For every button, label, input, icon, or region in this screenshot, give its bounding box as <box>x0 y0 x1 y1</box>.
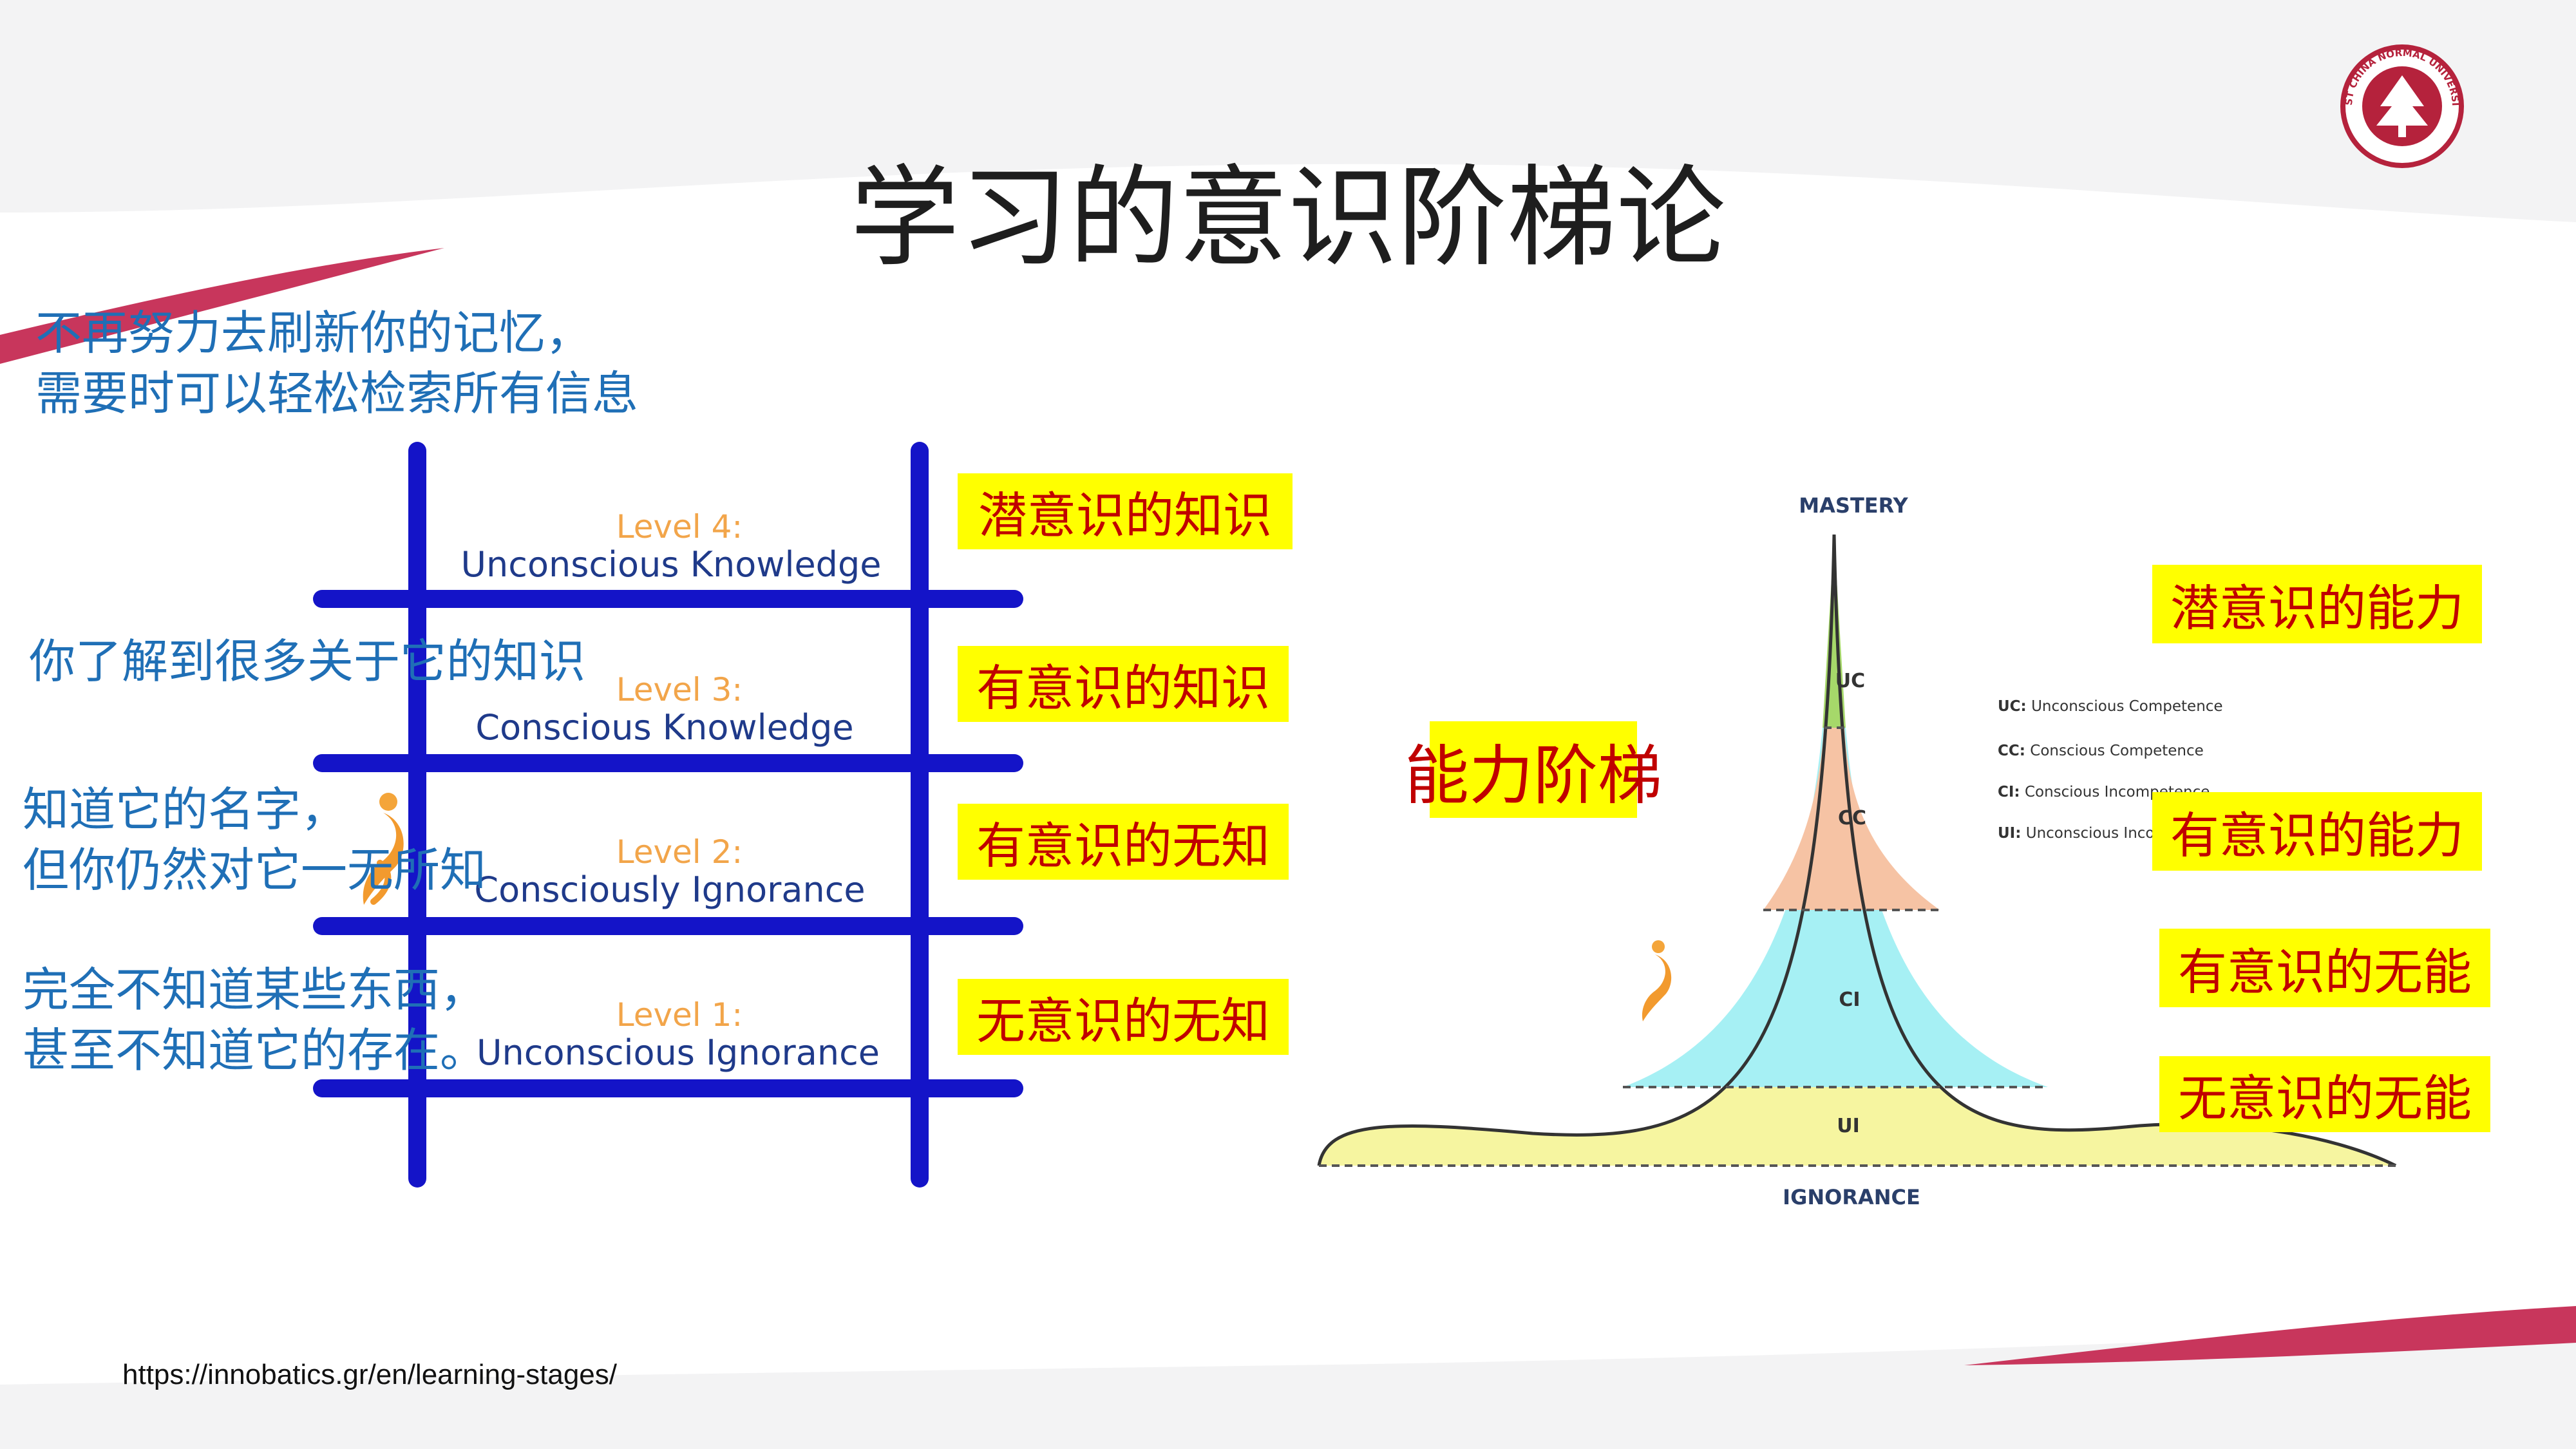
ladder-level-name: Conscious Knowledge <box>475 707 853 748</box>
ladder <box>313 442 1023 1188</box>
note-level-4: 不再努力去刷新你的记忆， 需要时可以轻松检索所有信息 <box>35 306 639 421</box>
mountain-label-cn: 潜意识的能力 <box>2152 565 2482 643</box>
ladder-level-name: Unconscious Knowledge <box>461 544 882 585</box>
ladder-level-number: Level 2: <box>616 833 743 871</box>
accent-swoosh-bottom <box>1964 1306 2576 1365</box>
mountain-label-cn: 有意识的能力 <box>2152 792 2482 871</box>
accent-swoosh-top <box>0 248 444 364</box>
note-level-3: 你了解到很多关于它的知识 <box>29 634 586 688</box>
ladder-level-name: Consciously Ignorance <box>474 869 865 910</box>
ladder-label-cn: 潜意识的知识 <box>958 473 1293 549</box>
mountain-legend: UC: Unconscious Competence CC: Conscious… <box>1998 698 2229 842</box>
competence-mountain <box>1317 534 2397 1168</box>
band-code: CI <box>1839 989 1860 1011</box>
mountain-label-cn: 有意识的无能 <box>2159 929 2490 1007</box>
band-code: UC <box>1835 670 1865 692</box>
runner-icon <box>1642 940 1672 1021</box>
ladder-level-number: Level 1: <box>616 996 743 1034</box>
ladder-label-cn: 有意识的知识 <box>958 646 1289 722</box>
ladder-level-number: Level 3: <box>616 671 743 708</box>
band-code: CC <box>1838 807 1866 829</box>
legend-item: UC: Unconscious Competence <box>1998 698 2223 715</box>
mountain-heading: 能力阶梯 <box>1405 721 1662 818</box>
band-code: UI <box>1837 1115 1860 1137</box>
university-logo: EAST CHINA NORMAL UNIVERSITY <box>2340 44 2464 168</box>
runner-icon <box>363 793 404 905</box>
ladder-label-cn: 有意识的无知 <box>958 804 1289 880</box>
mountain-label-cn: 无意识的无能 <box>2159 1056 2490 1132</box>
ladder-level-number: Level 4: <box>616 508 743 545</box>
note-level-1: 完全不知道某些东西， 甚至不知道它的存在。 <box>23 963 487 1077</box>
note-level-2: 知道它的名字， 但你仍然对它一无所知 <box>23 782 487 897</box>
page-title: 学习的意识阶梯论 <box>849 155 1726 282</box>
ladder-label-cn: 无意识的无知 <box>958 979 1289 1055</box>
legend-item: CC: Conscious Competence <box>1998 743 2204 759</box>
tree-icon <box>2376 75 2428 126</box>
ignorance-label: IGNORANCE <box>1783 1185 1920 1209</box>
mastery-label: MASTERY <box>1799 493 1908 518</box>
source-url: https://innobatics.gr/en/learning-stages… <box>122 1359 618 1390</box>
mountain-outline <box>1317 534 2397 1168</box>
ladder-level-name: Unconscious Ignorance <box>477 1032 880 1073</box>
